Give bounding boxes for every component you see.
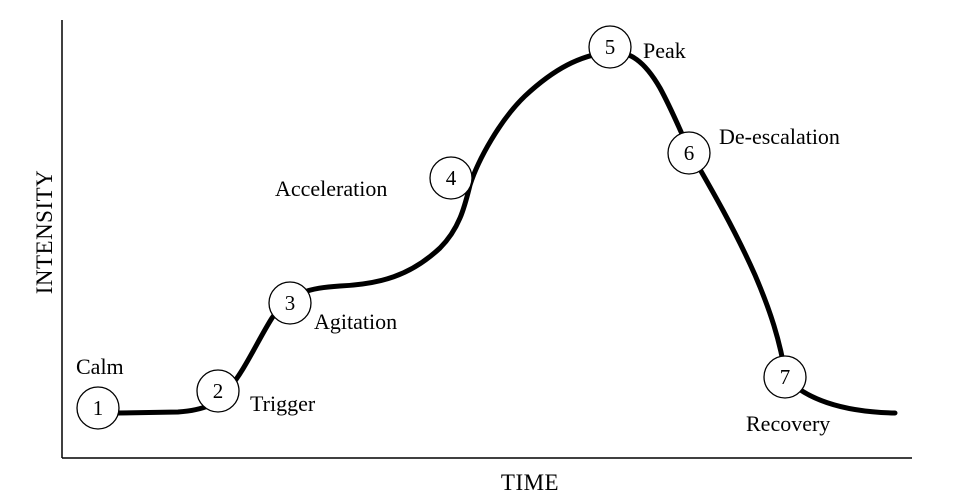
- stage-node-5: 5: [588, 25, 632, 69]
- stage-circle: [763, 355, 807, 399]
- stage-circle: [588, 25, 632, 69]
- stage-node-4: 4: [429, 156, 473, 200]
- stage-node-3: 3: [268, 281, 312, 325]
- stage-circle: [196, 369, 240, 413]
- stage-label-peak: Peak: [643, 38, 686, 63]
- stage-node-1: 1: [76, 386, 120, 430]
- stage-node-6: 6: [667, 131, 711, 175]
- stage-number: 7: [780, 365, 791, 389]
- stage-number: 3: [285, 291, 296, 315]
- stage-number: 6: [684, 141, 695, 165]
- stage-node-7: 7: [763, 355, 807, 399]
- stage-node-2: 2: [196, 369, 240, 413]
- stage-number: 4: [446, 166, 457, 190]
- stage-label-agitation: Agitation: [314, 309, 397, 334]
- stage-number: 5: [605, 35, 616, 59]
- stage-label-acceleration: Acceleration: [275, 176, 387, 201]
- x-axis-label: TIME: [501, 470, 559, 491]
- y-axis-label: INTENSITY: [32, 170, 57, 295]
- stage-circle: [667, 131, 711, 175]
- stage-number: 2: [213, 379, 224, 403]
- stage-label-de-escalation: De-escalation: [719, 124, 840, 149]
- stage-label-recovery: Recovery: [746, 411, 830, 436]
- stage-circle: [76, 386, 120, 430]
- stage-circle: [429, 156, 473, 200]
- stage-circle: [268, 281, 312, 325]
- stage-number: 1: [93, 396, 104, 420]
- stage-label-calm: Calm: [76, 354, 124, 379]
- stage-label-trigger: Trigger: [250, 391, 316, 416]
